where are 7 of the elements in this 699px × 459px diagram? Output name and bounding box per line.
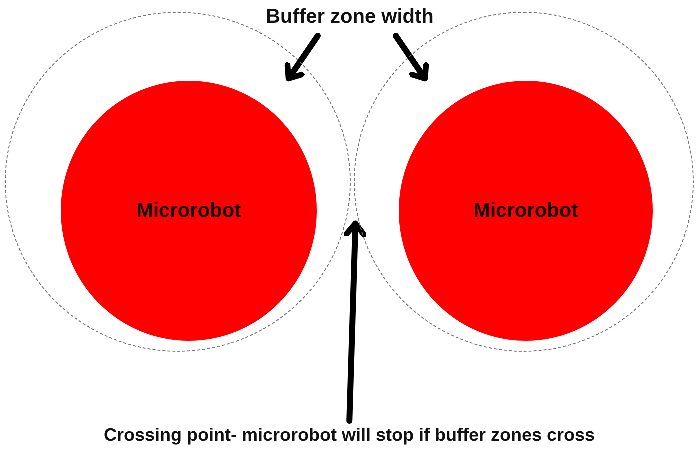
arrow [344, 220, 367, 424]
robot-label: Microrobot [136, 200, 242, 222]
robot-label: Microrobot [474, 200, 578, 222]
annotation-text: Crossing point- microrobot will stop if buffer zones cross [4, 425, 695, 453]
annotation-label: Buffer zone width [230, 6, 470, 32]
arrow [284, 33, 321, 82]
arrow [393, 33, 430, 82]
